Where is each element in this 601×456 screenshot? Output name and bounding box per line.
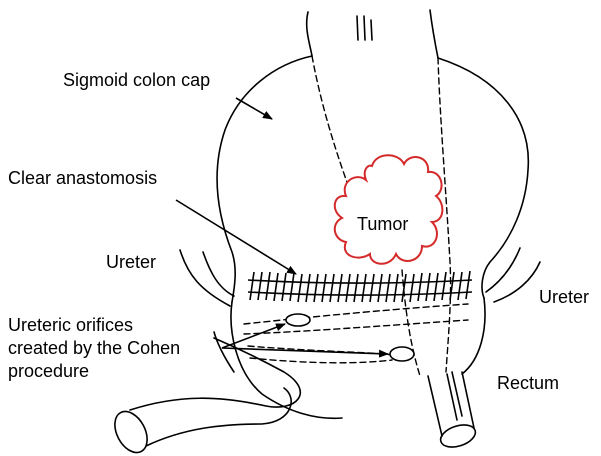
ureteric-orifice-upper xyxy=(286,314,310,326)
colon-stump-left xyxy=(307,12,312,56)
rectum-tube xyxy=(428,372,474,436)
colon-top-marks xyxy=(357,16,372,40)
rectum-tube-end xyxy=(438,421,478,451)
label-ureteric-orifices: Ureteric orifices created by the Cohen p… xyxy=(8,314,180,383)
arrow-anastomosis xyxy=(176,200,296,274)
ureteric-orifice-lower xyxy=(390,347,414,361)
pelvic-contour xyxy=(214,332,234,372)
label-ureter-left: Ureter xyxy=(106,252,156,273)
label-sigmoid-colon-cap: Sigmoid colon cap xyxy=(63,70,210,91)
colon-stump-right xyxy=(430,10,438,58)
label-rectum: Rectum xyxy=(497,373,559,394)
label-ureter-right: Ureter xyxy=(539,287,589,308)
dashed-ureter-path-4 xyxy=(250,358,392,363)
label-clear-anastomosis: Clear anastomosis xyxy=(8,168,157,189)
ureter-left-line xyxy=(180,250,234,306)
label-tumor: Tumor xyxy=(357,214,408,235)
dashed-colon-left xyxy=(312,56,352,196)
label-ureteric-orifices-line3: procedure xyxy=(8,360,180,383)
label-ureteric-orifices-line1: Ureteric orifices xyxy=(8,314,180,337)
lower-left-tube-end xyxy=(108,406,153,456)
dashed-ureter-path-1 xyxy=(244,304,468,324)
tumor-outline xyxy=(335,155,443,264)
label-ureteric-orifices-line2: created by the Cohen xyxy=(8,337,180,360)
arrow-sigmoid xyxy=(236,98,272,119)
anastomosis-staple-line xyxy=(248,271,472,302)
